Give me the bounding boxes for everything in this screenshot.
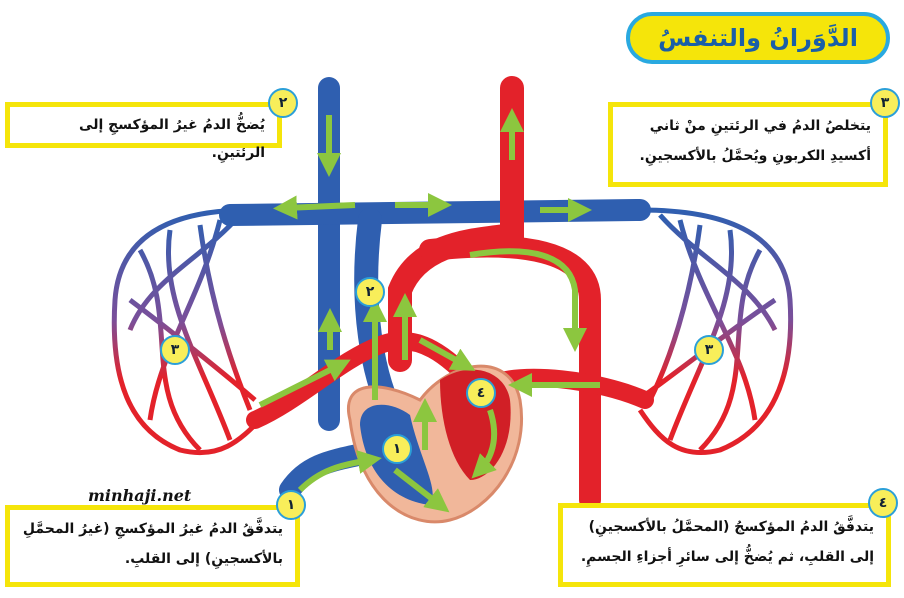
diagram-badge-3-right: ٣: [694, 335, 724, 365]
left-lung-capillaries: [111, 207, 262, 456]
diagram-badge-3-left: ٣: [160, 335, 190, 365]
watermark: minhaji.net: [88, 486, 192, 505]
step-1-text: يتدفَّقُ الدمُ غيرُ المؤكسجِ (غيرُ المحم…: [22, 521, 283, 567]
diagram-badge-1: ١: [382, 434, 412, 464]
step-1-box: يتدفَّقُ الدمُ غيرُ المؤكسجِ (غيرُ المحم…: [5, 505, 300, 587]
step-4-text: يتدفَّقُ الدمُ المؤكسجُ (المحمَّلُ بالأك…: [580, 519, 874, 565]
step-4-badge: ٤: [868, 488, 898, 518]
diagram-badge-2: ٢: [355, 277, 385, 307]
step-2-badge: ٢: [268, 88, 298, 118]
flow-arrows: [258, 108, 600, 513]
step-1-badge: ١: [276, 490, 306, 520]
step-3-text: يتخلصُ الدمُ في الرئتينِ منْ ثاني أكسيدِ…: [639, 118, 871, 164]
right-lung-capillaries: [637, 207, 794, 456]
page-title: الدَّوَرانُ والتنفسُ: [626, 12, 890, 64]
step-2-box: يُضخُّ الدمُ غيرُ المؤكسجِ إلى الرئتينِ.: [5, 102, 282, 161]
step-2-text: يُضخُّ الدمُ غيرُ المؤكسجِ إلى الرئتينِ.: [79, 117, 265, 161]
step-4-box: يتدفَّقُ الدمُ المؤكسجُ (المحمَّلُ بالأك…: [558, 503, 891, 587]
step-3-badge: ٣: [870, 88, 900, 118]
step-3-box: يتخلصُ الدمُ في الرئتينِ منْ ثاني أكسيدِ…: [608, 102, 888, 187]
diagram-badge-4: ٤: [466, 378, 496, 408]
